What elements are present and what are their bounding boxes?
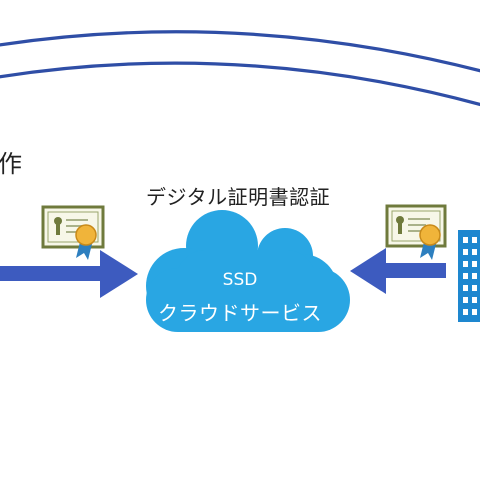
left-partial-label: 作 (0, 150, 22, 178)
cloud-caption: デジタル証明書認証 (146, 185, 331, 209)
outer-arc (0, 30, 480, 73)
cloud-label-line2: クラウドサービス (158, 301, 322, 325)
cloud-label-line1: SSD (222, 270, 258, 290)
inner-arc (0, 61, 480, 107)
